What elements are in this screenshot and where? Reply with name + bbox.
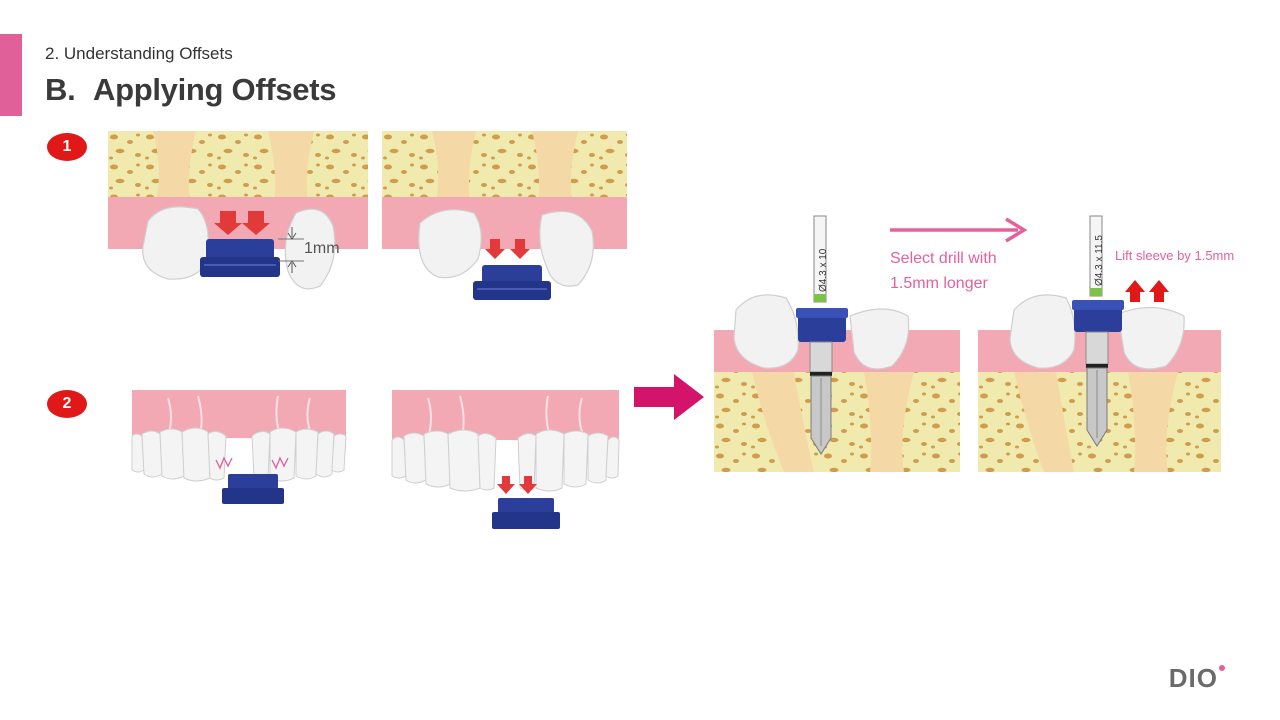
drill-body bbox=[809, 341, 833, 373]
panel-2b-illustration bbox=[391, 390, 620, 529]
down-arrow bbox=[510, 239, 530, 259]
dio-logo: DIO bbox=[1168, 663, 1225, 694]
tooth-crown bbox=[539, 210, 594, 287]
down-arrow bbox=[485, 239, 505, 259]
drill-label: Ø4.3 x 10 bbox=[818, 248, 829, 292]
panel-lift-illustration: Ø4.3 x 11.5 bbox=[978, 215, 1221, 472]
contact-mark bbox=[215, 456, 233, 470]
select-drill-line2: 1.5mm longer bbox=[890, 275, 988, 292]
up-arrow bbox=[1125, 280, 1145, 302]
tooth-crown bbox=[142, 206, 209, 280]
section-subtitle: 2. Understanding Offsets bbox=[45, 44, 233, 63]
tooth-crown bbox=[1117, 306, 1185, 370]
guide-sleeve bbox=[498, 498, 554, 514]
drill-label: Ø4.3 x 11.5 bbox=[1094, 235, 1105, 286]
tooth-crown bbox=[284, 208, 336, 290]
tooth-crown bbox=[733, 294, 799, 369]
tooth-root bbox=[532, 131, 578, 201]
tooth-root bbox=[432, 131, 476, 201]
logo-dot bbox=[1219, 665, 1225, 671]
page-title: B. Applying Offsets bbox=[45, 72, 337, 108]
guide-sleeve-base bbox=[222, 488, 284, 504]
title-letter: B. bbox=[45, 72, 76, 107]
guide-sleeve-base bbox=[200, 257, 280, 277]
panel-drill-illustration: Ø4.3 x 10 bbox=[714, 215, 960, 472]
down-arrow bbox=[214, 211, 242, 235]
tooth-crown bbox=[418, 209, 482, 279]
thin-right-arrow bbox=[890, 217, 1028, 243]
accent-bar bbox=[0, 34, 22, 116]
offset-1mm-label: 1mm bbox=[304, 240, 340, 257]
tooth-root bbox=[268, 131, 314, 201]
panel-1b-illustration bbox=[382, 131, 627, 300]
tooth-root bbox=[153, 131, 196, 201]
big-right-arrow bbox=[634, 374, 704, 420]
drill-body bbox=[1085, 331, 1109, 365]
step-badge-1: 1 bbox=[47, 133, 87, 161]
guide-sleeve-base bbox=[492, 512, 560, 529]
tooth-root bbox=[864, 372, 914, 472]
down-arrow bbox=[242, 211, 270, 235]
guide-sleeve bbox=[206, 239, 274, 261]
title-text: Applying Offsets bbox=[93, 72, 337, 107]
tooth-root bbox=[1014, 372, 1074, 472]
guide-sleeve-base bbox=[473, 281, 551, 300]
guide-sleeve bbox=[228, 474, 278, 490]
bone-area bbox=[714, 372, 960, 472]
step-badge-2: 2 bbox=[47, 390, 87, 418]
lift-sleeve-annotation: Lift sleeve by 1.5mm bbox=[1115, 248, 1235, 263]
contact-mark bbox=[271, 456, 289, 470]
select-drill-annotation: Select drill with 1.5mm longer bbox=[890, 246, 997, 296]
down-arrow bbox=[519, 476, 537, 494]
panel-2a-illustration bbox=[131, 390, 347, 504]
tooth-root bbox=[752, 372, 814, 472]
guide-sleeve bbox=[482, 265, 542, 283]
bone-area bbox=[108, 131, 368, 201]
logo-text: DIO bbox=[1168, 663, 1218, 693]
select-drill-line1: Select drill with bbox=[890, 250, 997, 267]
down-arrow bbox=[497, 476, 515, 494]
tooth-root bbox=[1128, 372, 1178, 472]
panel-1a-illustration: 1mm bbox=[108, 131, 368, 290]
bone-area bbox=[382, 131, 627, 201]
tooth-crown bbox=[849, 308, 910, 370]
up-arrow bbox=[1149, 280, 1169, 302]
teeth-row bbox=[391, 429, 620, 492]
tooth-crown bbox=[1009, 294, 1076, 369]
